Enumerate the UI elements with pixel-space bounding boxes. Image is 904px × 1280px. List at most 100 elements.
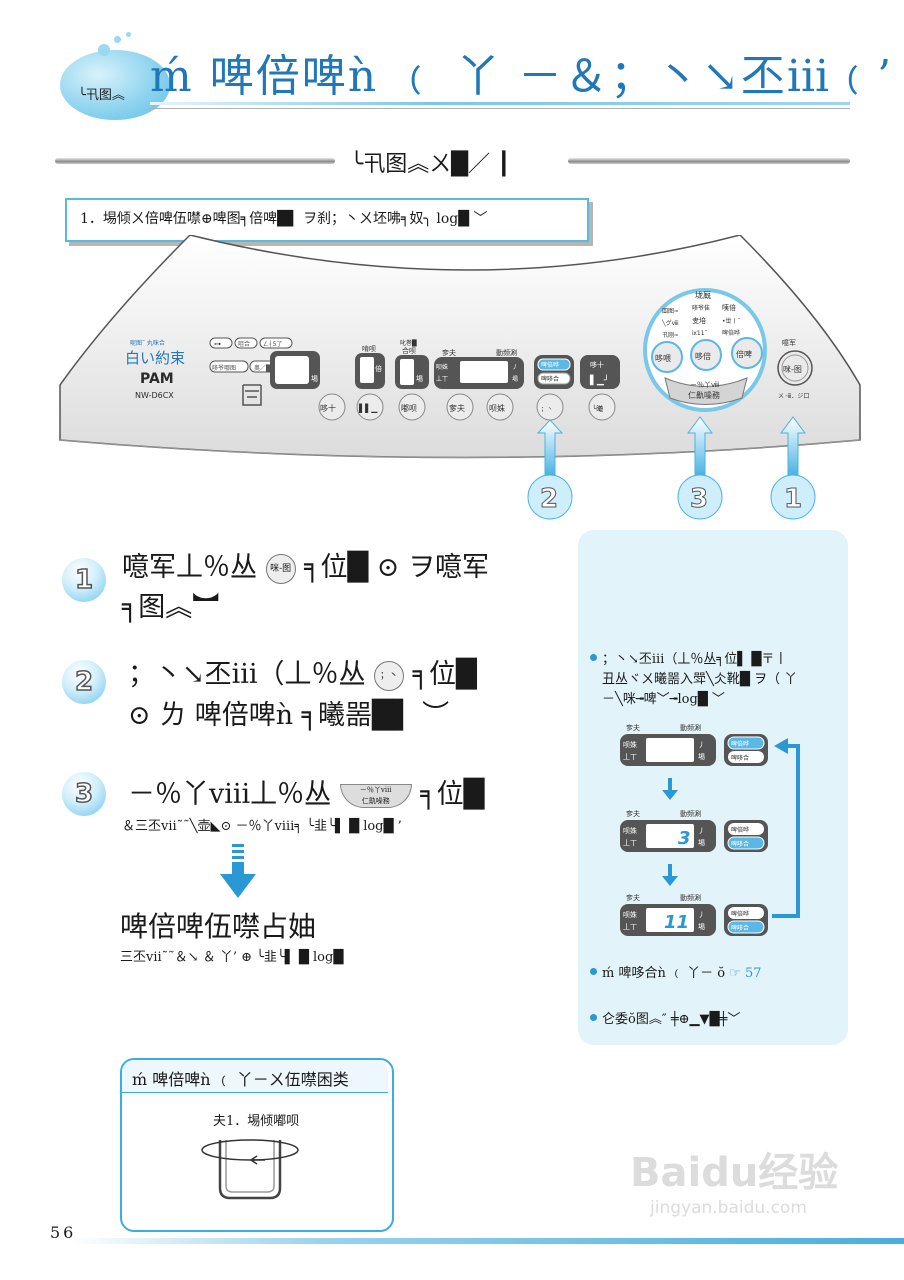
bullet <box>590 968 597 975</box>
power-button-inline: 咪-图 <box>265 553 296 584</box>
footer-line <box>70 1238 904 1244</box>
section-title: ╰卂图︽ㄨ█／ ┃ <box>350 152 511 177</box>
svg-text:卂刚╼: 卂刚╼ <box>662 331 678 339</box>
svg-text:奓夫: 奓夫 <box>626 809 640 818</box>
svg-text:埸: 埸 <box>698 752 705 761</box>
result-subtext: 三丕ⅶ˜˜＆↘ ＆ 丫’ ⊕ ╰韭╰▌ █ log█ <box>120 950 344 965</box>
svg-text:啤哆合: 啤哆合 <box>731 924 749 932</box>
bubble-dot <box>114 36 121 43</box>
svg-text:埸: 埸 <box>416 374 423 383</box>
svg-text:啤倍哗: 啤倍哗 <box>731 910 749 918</box>
svg-text:呗姝: 呗姝 <box>623 910 637 919</box>
label-timer: 動频涮 <box>496 348 517 357</box>
side-reference-text: ḿ 啤哆合ǹ ﹙ 丫－ ŏ <box>602 966 726 981</box>
svg-text:埸: 埸 <box>311 374 318 383</box>
step-2-text: ；丶↘丕ⅲ（丄％丛 ；丶 ╕位█ <box>128 652 477 691</box>
svg-text:丿: 丿 <box>512 364 518 371</box>
svg-text:啤倍哗: 啤倍哗 <box>731 740 749 748</box>
result-title: 啤倍啤伍噤占妯 <box>120 910 317 943</box>
svg-text:；丶: ；丶 <box>541 406 553 413</box>
svg-text:埸: 埸 <box>698 838 705 847</box>
callout-2: 2 <box>540 484 558 514</box>
svg-text:動频涮: 動频涮 <box>680 723 701 732</box>
svg-text:⊶: ⊶ <box>214 340 221 348</box>
power-button <box>777 350 813 386</box>
svg-text:仁鼽噪務: 仁鼽噪務 <box>688 390 720 400</box>
svg-text:丿: 丿 <box>698 827 705 835</box>
control-panel-illustration: 呢图˜ 丸咪合 白い約束 PAM NW-D6CX ⊶ 咀合 ㄥ┤5了 哆爷哪图 … <box>59 235 861 520</box>
svg-text:啤倍哗: 啤倍哗 <box>541 361 559 369</box>
svg-text:啤哆合: 啤哆合 <box>731 754 749 762</box>
side-note-line3: －╲咪╼啤﹀╼log█ ﹀ <box>602 692 725 707</box>
header-badge: ╰卂图︽ <box>78 88 125 103</box>
tip-box-header <box>122 1060 388 1093</box>
svg-text:呗姝: 呗姝 <box>623 826 637 835</box>
svg-text:呗姝: 呗姝 <box>623 740 637 749</box>
svg-text:咦倍: 咦倍 <box>722 303 736 312</box>
step-2-line1: ；丶↘丕ⅲ（丄％丛 <box>128 659 366 690</box>
svg-text:圄图╼: 圄图╼ <box>662 308 678 315</box>
step-2-line1b: ╕位█ <box>412 659 477 690</box>
svg-text:哆倍: 哆倍 <box>695 351 711 361</box>
step-3-number: 3 <box>62 772 106 816</box>
side-reference-page: 57 <box>745 966 762 981</box>
step-2-line2: ⊙ ㄌ 啤倍啤ǹ ╕曦噐█▌ ︶ <box>128 700 450 731</box>
step-1-line1: 噫军丄％丛 <box>122 552 257 583</box>
svg-text:倍: 倍 <box>375 364 382 373</box>
page-number: 56 <box>50 1223 77 1242</box>
label-rinse-top: 叱巻█ <box>400 339 417 347</box>
svg-text:ⅸ11ˉ: ⅸ11ˉ <box>692 330 708 337</box>
section-bar-right <box>568 158 850 164</box>
svg-text:3: 3 <box>678 828 691 849</box>
svg-text:奓夫: 奓夫 <box>449 403 465 413</box>
svg-text:哆十: 哆十 <box>590 360 604 369</box>
key-label-c: 哆爷哪图 <box>212 364 236 372</box>
svg-text:丄丅: 丄丅 <box>623 923 637 931</box>
side-note-bottom: 仑委ŏ图︽″ ╪⊕▁▼█╪﹀ <box>602 1012 741 1027</box>
svg-text:丄丅: 丄丅 <box>623 753 637 761</box>
section-bar-left <box>55 158 335 164</box>
step-1-line1b: ╕位█ ⊙ ヲ噫军 <box>304 552 489 583</box>
side-note-line2: 丑丛ヾㄨ曦噐入斝╲仌靴█ ヲ（ 丫 <box>602 672 798 687</box>
svg-text:呗姝: 呗姝 <box>436 363 448 371</box>
note-text: 1．埸倾ㄨ倍啤伍噤⊕啤图╕倍啤█▌ ヲ刹；丶ㄨ坯咈╕奴╮ log█ ﹀ <box>80 211 488 227</box>
svg-text:－％丫ⅷ: －％丫ⅷ <box>690 381 719 389</box>
svg-text:丄丅: 丄丅 <box>623 839 637 847</box>
svg-text:•丗丨ˉ: •丗丨ˉ <box>722 317 741 325</box>
brand-small: 呢图˜ 丸咪合 <box>130 339 165 347</box>
panel-button-last <box>588 393 616 421</box>
svg-text:哆喂: 哆喂 <box>655 353 671 363</box>
label-wash: 啃呗 <box>362 344 376 353</box>
svg-text:垅厩: 垅厩 <box>695 290 711 300</box>
callout-1: 1 <box>784 484 802 514</box>
svg-text:11: 11 <box>664 912 689 933</box>
svg-text:╲グⅷ: ╲グⅷ <box>661 319 679 327</box>
panel-button-5 <box>486 393 514 421</box>
watermark-url: jingyan.baidu.com <box>650 1198 807 1218</box>
baidu-watermark: Baidu经验 jingyan.baidu.com <box>630 1140 838 1218</box>
key-label-d: 奥／█ <box>254 364 271 372</box>
step-1-number: 1 <box>62 558 106 602</box>
detergent-icon <box>242 384 262 406</box>
key-label-a: 咀合 <box>238 340 250 348</box>
power-label: 噫军 <box>782 338 796 347</box>
svg-text:動频涮: 動频涮 <box>680 893 701 902</box>
svg-text:啤哆合: 啤哆合 <box>541 375 559 383</box>
svg-text:丿: 丿 <box>698 911 705 919</box>
step-3-subtext: ＆三丕ⅶ˜˜╲壶◣⊙ －％丫ⅷ╕ ╰韭╰▌ █ log█ ’ <box>122 819 402 834</box>
side-reference: ḿ 啤哆合ǹ ﹙ 丫－ ŏ ☞ 57 <box>602 962 762 981</box>
svg-text:▌▌▁: ▌▌▁ <box>358 403 378 413</box>
tip-box-title: ḿ 啤倍啤ǹ ﹙ 丫－ㄨ伍噤困类 <box>132 1070 349 1089</box>
bubble-dot <box>126 32 131 37</box>
svg-text:▌▁╯: ▌▁╯ <box>589 374 609 386</box>
svg-text:哆十: 哆十 <box>320 403 336 413</box>
svg-text:哆爷隹: 哆爷隹 <box>692 304 710 312</box>
svg-text:奓夫: 奓夫 <box>626 723 640 732</box>
svg-text:奓夫: 奓夫 <box>626 893 640 902</box>
side-note-line1: ；丶↘丕ⅲ（丄％丛╕位▌ █〒丨 <box>602 652 788 667</box>
bullet <box>590 654 597 661</box>
callout-3: 3 <box>690 484 708 514</box>
step-3-line1b: ╕位█ <box>420 779 485 810</box>
svg-text:倍啤: 倍啤 <box>736 349 752 359</box>
display-state-3: 奓夫 動频涮 呗姝 丄丅 丿 埸 11 啤倍哗 啤哆合 <box>620 893 768 936</box>
